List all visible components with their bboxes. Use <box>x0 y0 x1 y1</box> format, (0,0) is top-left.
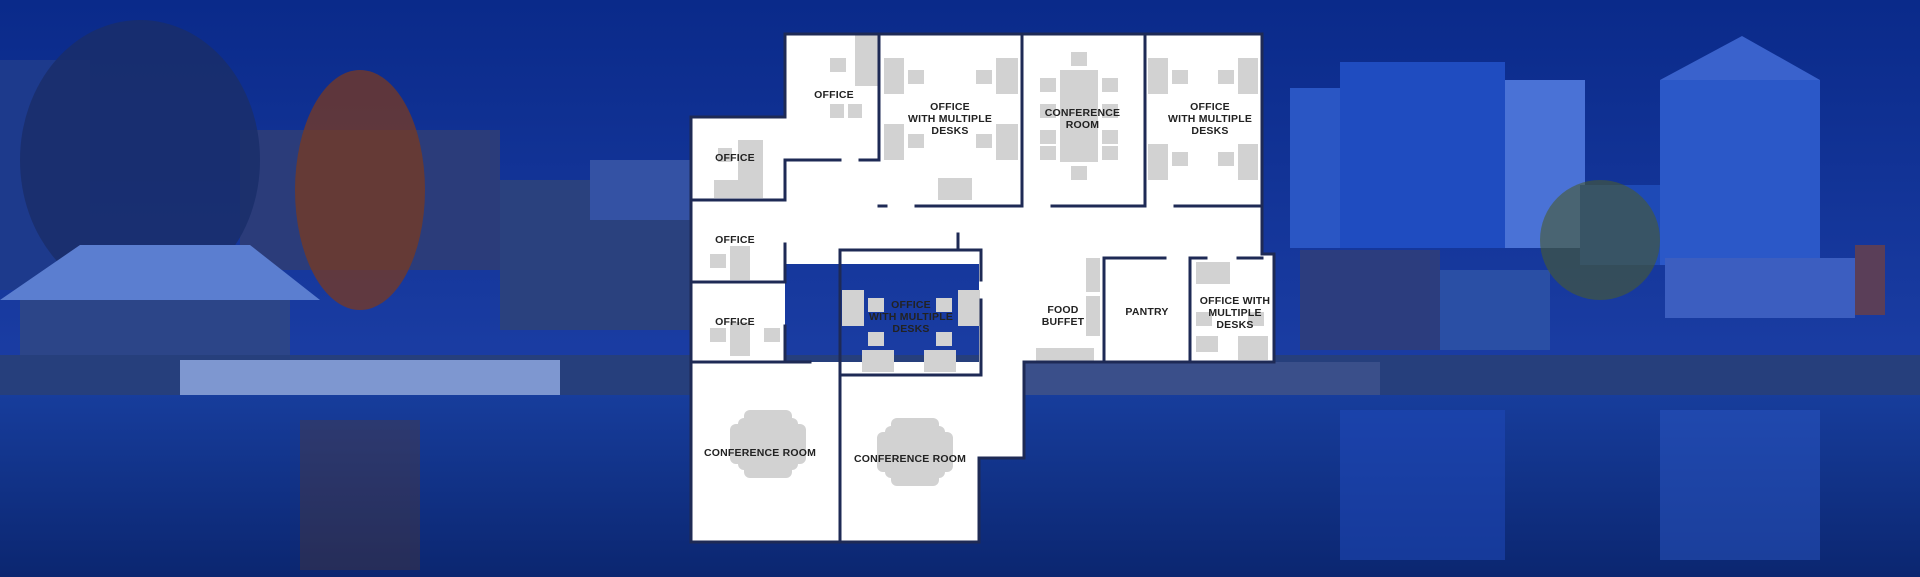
floor-plan <box>689 32 1276 544</box>
tree <box>295 70 425 310</box>
tree <box>1540 180 1660 300</box>
skyscraper-roof <box>1660 36 1820 80</box>
reflection <box>1340 410 1505 560</box>
conference-table <box>877 418 953 486</box>
floor-area <box>979 254 1024 458</box>
skyscraper <box>1660 80 1820 265</box>
conference-table <box>730 410 806 478</box>
skyscraper <box>1290 88 1340 248</box>
floor-area <box>1262 254 1274 362</box>
building <box>1440 270 1550 350</box>
gazebo <box>20 300 290 360</box>
building <box>1300 250 1440 350</box>
skyscraper <box>1340 62 1505 248</box>
furniture <box>710 34 1268 372</box>
walls <box>689 32 1276 544</box>
building <box>1665 258 1855 318</box>
reflection <box>1660 410 1820 560</box>
reflection <box>300 420 420 570</box>
tree <box>20 20 260 300</box>
building <box>590 160 690 220</box>
floor-area <box>1024 254 1274 362</box>
building <box>1855 245 1885 315</box>
gazebo-roof <box>0 245 320 300</box>
boardwalk <box>180 360 560 398</box>
